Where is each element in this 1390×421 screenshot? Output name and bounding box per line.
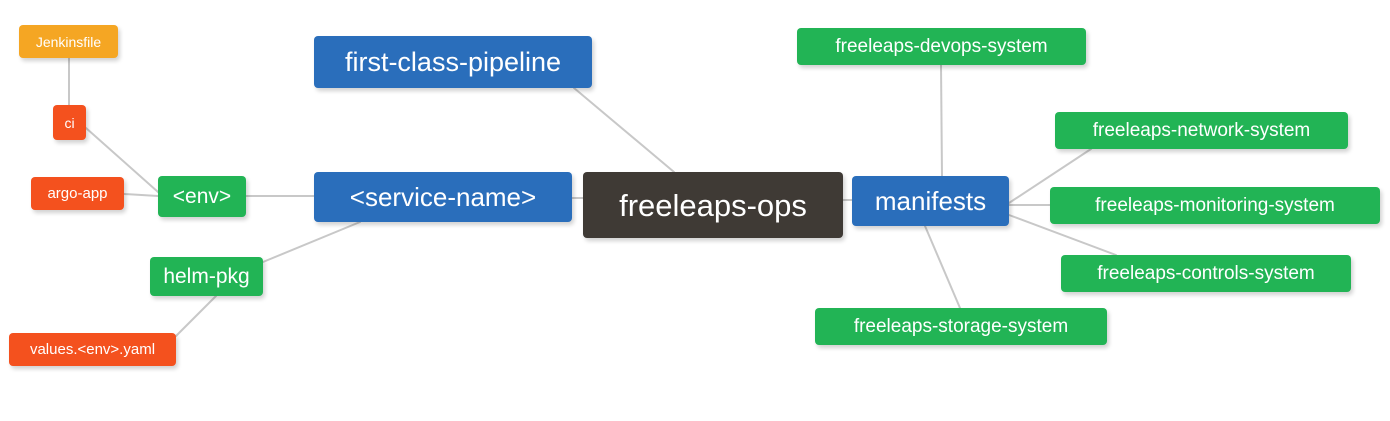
node-freeleaps-controls-system[interactable]: freeleaps-controls-system [1061,255,1351,292]
node-label-freeleaps-ops: freeleaps-ops [619,187,807,223]
node-label-freeleaps-storage-system: freeleaps-storage-system [853,316,1069,337]
node-label-freeleaps-devops-system: freeleaps-devops-system [835,36,1048,57]
node-label-values-yaml: values.<env>.yaml [29,341,156,358]
node-label-freeleaps-controls-system: freeleaps-controls-system [1097,263,1315,284]
node-label-jenkinsfile: Jenkinsfile [35,33,102,50]
node-label-ci: ci [64,114,75,131]
node-env[interactable]: <env> [158,176,246,217]
node-label-env: <env> [172,185,232,208]
edge-first-class-pipeline-to-freeleaps-ops [573,87,675,173]
node-values-yaml[interactable]: values.<env>.yaml [9,333,176,366]
node-freeleaps-network-system[interactable]: freeleaps-network-system [1055,112,1348,149]
node-label-freeleaps-monitoring-system: freeleaps-monitoring-system [1095,195,1335,216]
node-label-first-class-pipeline: first-class-pipeline [344,46,562,77]
edge-helm-pkg-to-service-name [262,221,361,263]
node-label-manifests: manifests [874,186,987,216]
node-freeleaps-storage-system[interactable]: freeleaps-storage-system [815,308,1107,345]
node-label-helm-pkg: helm-pkg [163,265,250,288]
node-label-service-name: <service-name> [349,182,537,212]
node-jenkinsfile[interactable]: Jenkinsfile [19,25,118,58]
edge-manifests-to-freeleaps-storage-system [924,225,961,309]
node-ci[interactable]: ci [53,105,86,140]
node-first-class-pipeline[interactable]: first-class-pipeline [314,36,592,88]
node-argo-app[interactable]: argo-app [31,177,124,210]
node-freeleaps-ops[interactable]: freeleaps-ops [583,172,843,238]
edge-argo-app-to-env [123,193,159,197]
node-label-argo-app: argo-app [47,185,108,202]
node-label-freeleaps-network-system: freeleaps-network-system [1092,120,1311,141]
node-manifests[interactable]: manifests [852,176,1009,226]
node-freeleaps-devops-system[interactable]: freeleaps-devops-system [797,28,1086,65]
node-freeleaps-monitoring-system[interactable]: freeleaps-monitoring-system [1050,187,1380,224]
node-helm-pkg[interactable]: helm-pkg [150,257,263,296]
edge-values-yaml-to-helm-pkg [175,295,217,337]
edge-manifests-to-freeleaps-devops-system [940,64,943,177]
node-service-name[interactable]: <service-name> [314,172,572,222]
